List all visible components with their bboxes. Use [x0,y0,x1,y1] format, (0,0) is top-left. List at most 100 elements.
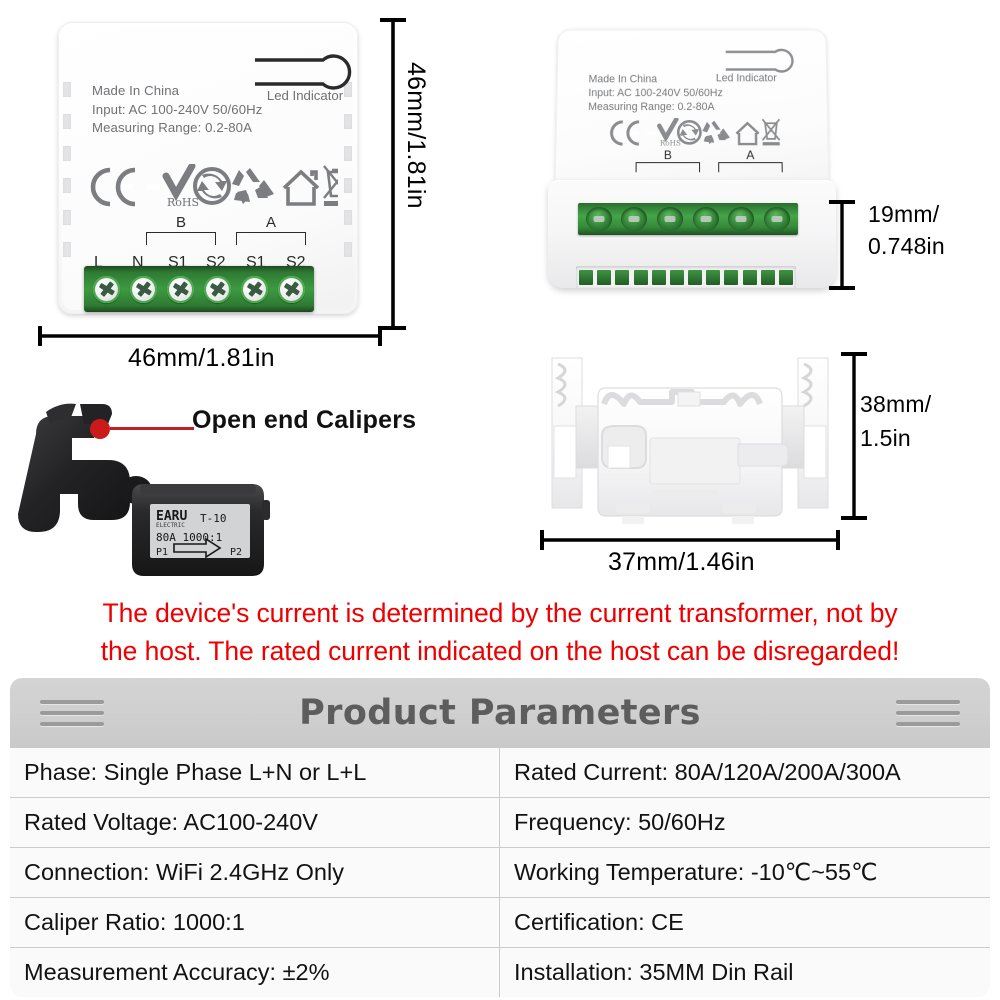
terminal-hole [728,207,755,231]
caliper-brand-text: EARU [156,509,187,524]
direction-arrow-icon [173,537,222,559]
house-icon-angled [736,123,758,144]
terminal-screw [167,275,194,303]
svg-text:RoHS: RoHS [660,138,681,147]
label-origin: Made In China [92,83,180,98]
caliper-model-text: T-10 [200,512,227,525]
device-angled-top-face: Led Indicator Made In China Input: AC 10… [554,29,830,207]
table-row: Connection: WiFi 2.4GHz Only Working Tem… [10,848,990,898]
green-dot-icon-angled [678,121,700,143]
label-input-angled: Input: AC 100-240V 50/60Hz [588,87,723,100]
led-indicator-group: Led Indicator [253,50,363,106]
dimension-line-angled-depth [829,200,855,290]
led-indicator-label: Led Indicator [266,88,344,103]
vent-slots-left [63,82,72,262]
parameters-header: Product Parameters [10,678,990,748]
dimension-front-height-text: 46mm/1.81in [402,62,430,209]
dimension-bracket-height-line2: 1.5in [860,425,911,451]
terminal-screw [204,275,231,303]
house-icon [282,169,320,206]
recycle-icon-angled [702,120,730,145]
caliper-brand-sub-text: ELECTRIC [156,522,185,529]
device-print-label-angled: Made In China Input: AC 100-240V 50/60Hz… [588,72,808,114]
terminal-hole [657,207,684,231]
terminal-group-b-label-angled: B [663,148,672,163]
certification-icons-angled: RoHS [583,118,796,153]
din-rail-bracket [540,348,840,530]
recycle-icon [232,168,274,204]
green-dot-icon [193,167,231,205]
device-front-view: Led Indicator Made In China Input: AC 10… [58,22,358,314]
weee-bin-icon [323,165,351,206]
caliper-p2-text: P2 [230,547,242,558]
hamburger-decoration-left-icon [40,693,104,733]
param-rated-current: Rated Current: 80A/120A/200A/300A [514,759,901,785]
terminal-block-front [84,266,314,312]
terminal-group-a-bracket-angled: A [718,148,783,173]
terminal-group-a-label-angled: A [746,148,755,163]
terminal-hole [692,207,719,231]
terminal-group-a-bracket: A [236,214,306,245]
callout-leader-line [110,427,194,430]
led-indicator-icon-angled [724,45,804,74]
callout-dot-marker [90,419,110,439]
dimension-line-front-width [38,326,382,346]
hamburger-decoration-right-icon [896,693,960,733]
terminal-group-b-label: B [175,214,186,231]
terminal-label-l: L [94,254,103,271]
label-measuring-range: Measuring Range: 0.2-80A [92,120,253,135]
table-row: Measurement Accuracy: ±2% Installation: … [10,948,990,997]
dimension-front-width-text: 46mm/1.81in [128,344,275,372]
warning-text: The device's current is determined by th… [0,594,1000,670]
dimension-angled-depth-line2: 0.748in [868,233,945,259]
rohs-check-icon: RoHS [162,162,199,209]
param-installation: Installation: 35MM Din Rail [514,959,794,985]
caliper-p1-text: P1 [156,547,168,558]
terminal-group-b-bracket: B [146,214,216,245]
led-indicator-icon [255,54,352,90]
terminal-group-b-bracket-angled: B [635,148,701,173]
dimension-bracket-width-text: 37mm/1.46in [608,548,755,576]
param-measurement-accuracy: Measurement Accuracy: ±2% [10,948,500,997]
terminal-screw [130,275,157,303]
terminal-hole [621,207,648,231]
terminal-screw [93,275,120,303]
current-transformer-caliper: EARU ELECTRIC T-10 80A 1000:1 P1 P2 [18,392,288,582]
wire-entry-slot [576,266,796,288]
dimension-line-bracket-width [540,530,840,550]
param-working-temperature: Working Temperature: -10℃~55℃ [514,859,878,885]
weee-bin-icon-angled [762,119,779,146]
terminal-hole [585,207,612,231]
param-phase: Phase: Single Phase L+N or L+L [10,748,500,797]
device-angled-view: Led Indicator Made In China Input: AC 10… [548,28,838,290]
label-origin-angled: Made In China [588,73,658,86]
dimension-angled-depth-line1: 19mm/ [868,201,940,227]
dimension-bracket-height-line1: 38mm/ [860,391,932,417]
caliper-rating-text: 80A 1000:1 [156,531,222,544]
dimension-line-bracket-height [841,352,867,520]
table-row: Caliper Ratio: 1000:1 Certification: CE [10,898,990,948]
open-end-calipers-callout: Open end Calipers [192,406,417,434]
param-rated-voltage: Rated Voltage: AC100-240V [10,798,500,847]
parameters-table: Phase: Single Phase L+N or L+L Rated Cur… [10,748,990,997]
terminal-block-angled [578,203,798,235]
vent-slots-right [344,82,353,262]
product-parameters-panel: Product Parameters Phase: Single Phase L… [10,678,990,997]
terminal-screw [241,275,268,303]
terminal-screw [278,275,305,303]
warning-line-1: The device's current is determined by th… [102,598,898,628]
label-input: Input: AC 100-240V 50/60Hz [92,101,263,117]
parameters-title: Product Parameters [299,693,701,733]
ce-mark-icon [90,167,136,207]
dimension-line-front-height [380,18,406,330]
terminal-group-a-label: A [265,214,276,231]
label-measuring-range-angled: Measuring Range: 0.2-80A [588,101,715,114]
certification-icons: RoHS [88,162,351,210]
svg-text:RoHS: RoHS [167,196,199,209]
terminal-hole [764,207,791,231]
param-frequency: Frequency: 50/60Hz [514,809,726,835]
param-certification: Certification: CE [514,909,684,935]
terminal-label-n: N [132,254,144,271]
param-connection: Connection: WiFi 2.4GHz Only [10,848,500,897]
